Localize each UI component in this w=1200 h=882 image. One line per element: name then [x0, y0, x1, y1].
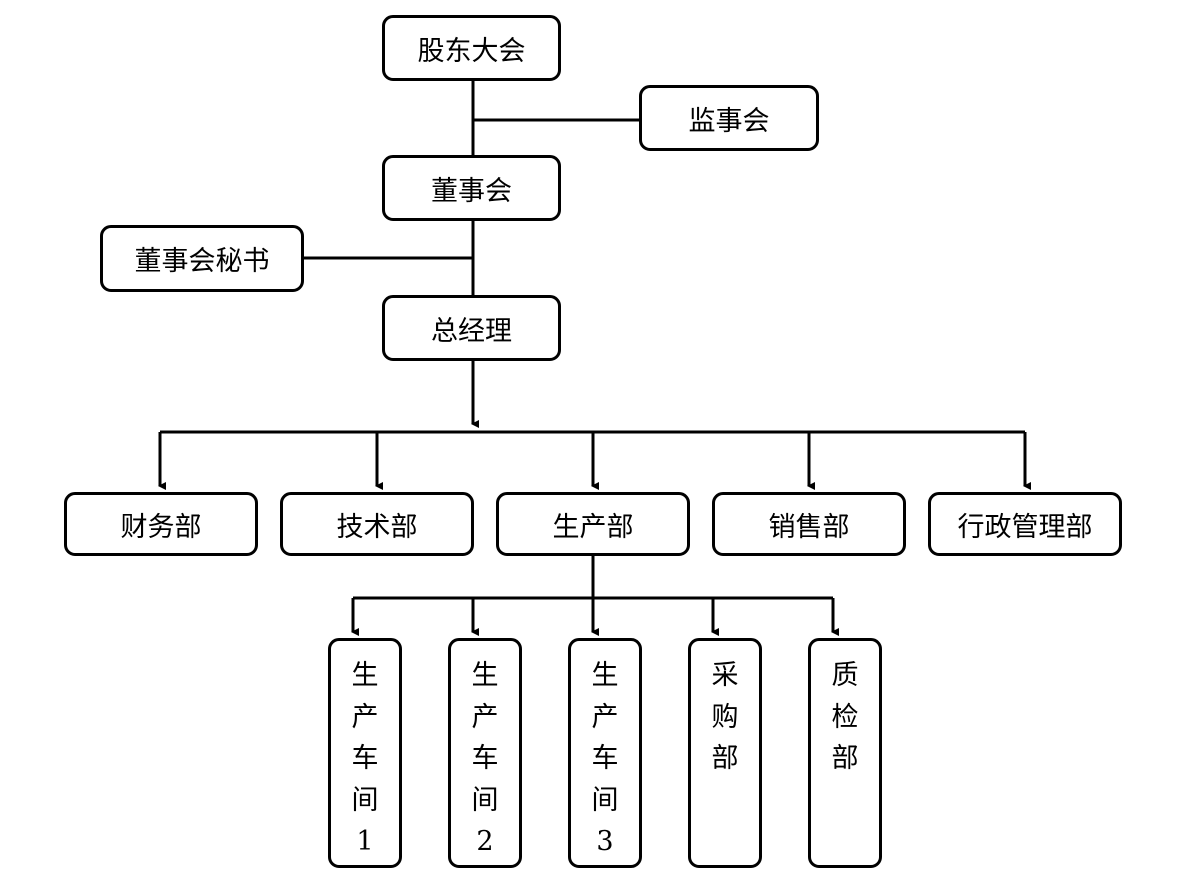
- dept-finance: 财务部: [64, 492, 258, 556]
- unit-char: 3: [596, 826, 614, 857]
- unit-char: 1: [356, 826, 374, 857]
- dept-sales: 销售部: [712, 492, 906, 556]
- unit-char: 车: [471, 743, 499, 774]
- unit-char: 产: [591, 701, 619, 733]
- unit-workshop-1: 生 产 车 间 1: [328, 638, 402, 868]
- node-general-manager: 总经理: [382, 295, 561, 361]
- unit-char: 间: [471, 784, 499, 816]
- node-board-of-directors: 董事会: [382, 155, 561, 221]
- unit-char: 部: [711, 743, 739, 774]
- unit-char: 生: [471, 660, 499, 691]
- unit-char: 车: [351, 743, 379, 774]
- node-shareholders-meeting: 股东大会: [382, 15, 561, 81]
- node-supervisory-board: 监事会: [639, 85, 819, 151]
- unit-char: 采: [711, 660, 739, 691]
- dept-technology: 技术部: [280, 492, 474, 556]
- unit-quality-inspection: 质 检 部: [808, 638, 882, 868]
- dept-administration: 行政管理部: [928, 492, 1122, 556]
- dept-production: 生产部: [496, 492, 690, 556]
- unit-char: 质: [831, 660, 859, 691]
- unit-char: 产: [471, 701, 499, 733]
- unit-char: 产: [351, 701, 379, 733]
- unit-char: 2: [476, 826, 494, 857]
- unit-char: 车: [591, 743, 619, 774]
- unit-char: 生: [591, 660, 619, 691]
- unit-char: 间: [591, 784, 619, 816]
- unit-workshop-3: 生 产 车 间 3: [568, 638, 642, 868]
- unit-char: 生: [351, 660, 379, 691]
- unit-workshop-2: 生 产 车 间 2: [448, 638, 522, 868]
- unit-purchasing: 采 购 部: [688, 638, 762, 868]
- unit-char: 购: [711, 701, 739, 733]
- unit-char: 检: [831, 701, 859, 733]
- unit-char: 间: [351, 784, 379, 816]
- node-board-secretary: 董事会秘书: [100, 225, 304, 292]
- unit-char: 部: [831, 743, 859, 774]
